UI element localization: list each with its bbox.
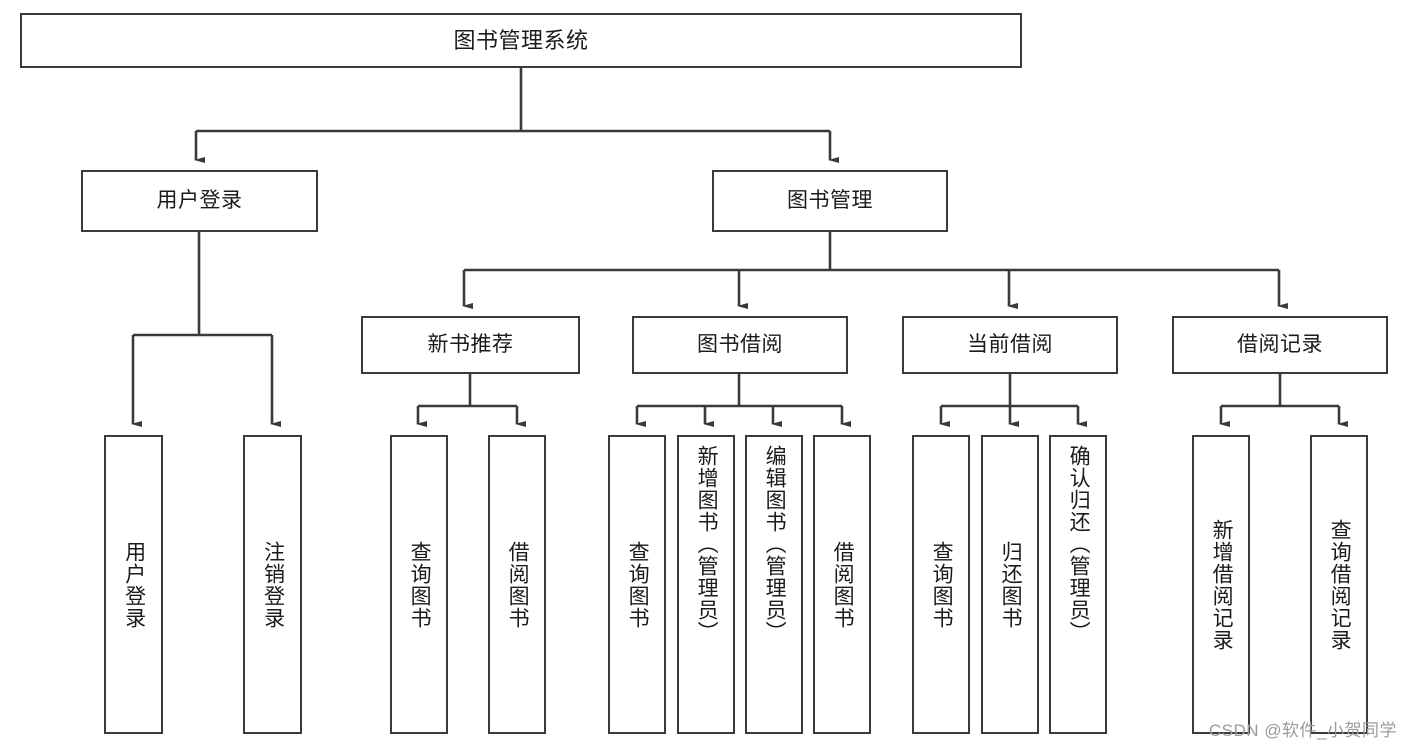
node-label: 查询图书 xyxy=(626,540,650,629)
node-user-login[interactable]: 用户登录 xyxy=(81,170,318,232)
node-label: 借阅图书 xyxy=(831,540,855,629)
node-label: 编辑图书（管理员） xyxy=(763,445,787,643)
node-borrow-record[interactable]: 借阅记录 xyxy=(1172,316,1388,374)
node-book-management[interactable]: 图书管理 xyxy=(712,170,948,232)
node-label: 图书借阅 xyxy=(697,332,783,356)
node-label: 用户登录 xyxy=(156,188,243,212)
node-label: 新增借阅记录 xyxy=(1210,518,1234,651)
node-label: 查询借阅记录 xyxy=(1328,518,1352,651)
csdn-watermark: CSDN @软件_小贺同学 xyxy=(1208,721,1397,740)
leaf-logout[interactable]: 注销登录 xyxy=(243,435,302,734)
node-root-system[interactable]: 图书管理系统 xyxy=(20,13,1022,68)
leaf-edit-book-admin[interactable]: 编辑图书（管理员） xyxy=(745,435,803,734)
node-label: 归还图书 xyxy=(999,540,1023,629)
node-label: 当前借阅 xyxy=(967,332,1053,356)
node-label: 用户登录 xyxy=(122,540,146,629)
node-label: 查询图书 xyxy=(408,540,432,629)
node-current-borrow[interactable]: 当前借阅 xyxy=(902,316,1118,374)
leaf-query-book-recommend[interactable]: 查询图书 xyxy=(390,435,448,734)
node-label: 查询图书 xyxy=(930,540,954,629)
leaf-query-borrow-record[interactable]: 查询借阅记录 xyxy=(1310,435,1368,734)
node-label: 新增图书（管理员） xyxy=(695,445,719,643)
node-label: 借阅图书 xyxy=(506,540,530,629)
leaf-query-book-current[interactable]: 查询图书 xyxy=(912,435,970,734)
node-label: 图书管理 xyxy=(787,188,873,212)
leaf-borrow-book-recommend[interactable]: 借阅图书 xyxy=(488,435,546,734)
leaf-confirm-return-admin[interactable]: 确认归还（管理员） xyxy=(1049,435,1107,734)
leaf-add-book-admin[interactable]: 新增图书（管理员） xyxy=(677,435,735,734)
leaf-borrow-book[interactable]: 借阅图书 xyxy=(813,435,871,734)
node-book-borrow[interactable]: 图书借阅 xyxy=(632,316,848,374)
node-new-book-recommend[interactable]: 新书推荐 xyxy=(361,316,580,374)
node-label: 注销登录 xyxy=(261,540,285,629)
node-label: 借阅记录 xyxy=(1237,332,1323,356)
node-label: 新书推荐 xyxy=(427,332,514,356)
leaf-user-login[interactable]: 用户登录 xyxy=(104,435,163,734)
leaf-add-borrow-record[interactable]: 新增借阅记录 xyxy=(1192,435,1250,734)
leaf-return-book[interactable]: 归还图书 xyxy=(981,435,1039,734)
node-label: 确认归还（管理员） xyxy=(1067,445,1091,643)
node-label: 图书管理系统 xyxy=(453,27,589,53)
leaf-query-book-borrow[interactable]: 查询图书 xyxy=(608,435,666,734)
